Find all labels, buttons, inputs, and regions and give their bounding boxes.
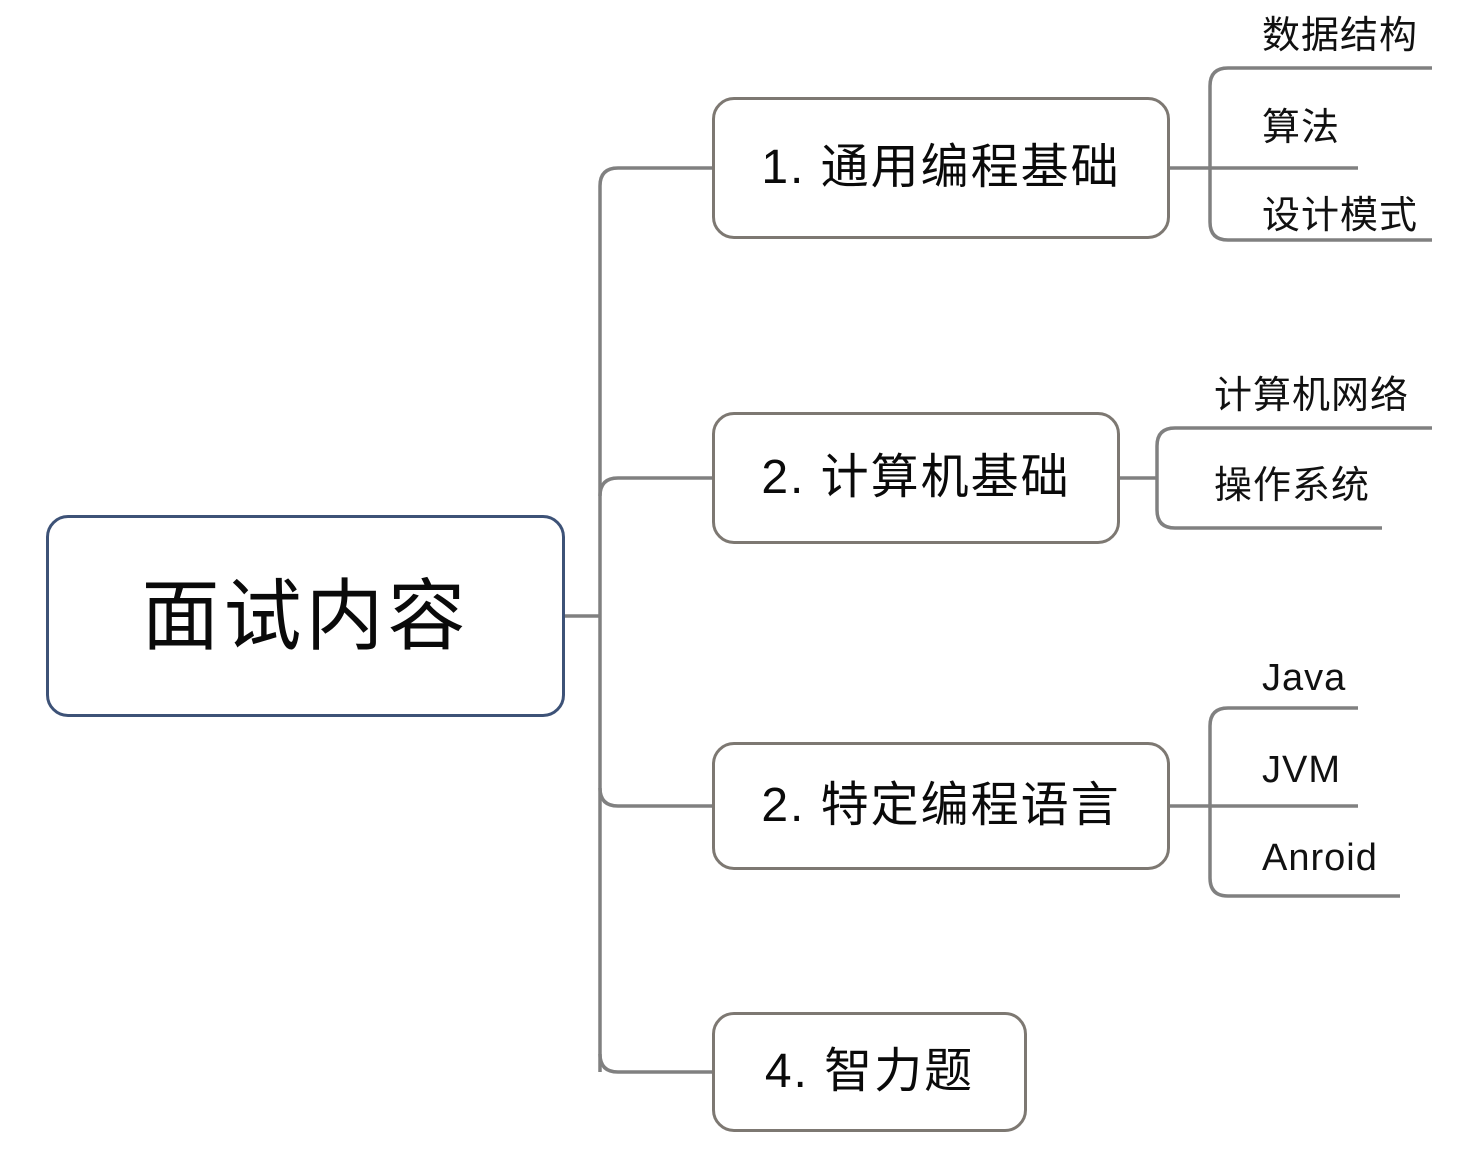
leaf-node-1-1-label: 数据结构 <box>1262 15 1419 57</box>
leaf-node-2-1-label: 计算机网络 <box>1214 375 1410 417</box>
leaf-node-2-2-label: 操作系统 <box>1214 465 1371 507</box>
leaf-node-1-3-label: 设计模式 <box>1262 195 1419 237</box>
leaf-node-3-2-label: JVM <box>1262 749 1341 791</box>
leaf-node-1-2-label: 算法 <box>1262 107 1341 149</box>
leaf-node-3-1-label: Java <box>1262 657 1347 699</box>
root-node-label: 面试内容 <box>141 572 470 660</box>
leaf-node-3-2[interactable]: JVM <box>1262 746 1341 794</box>
branch-node-3-label: 2. 特定编程语言 <box>761 779 1121 832</box>
leaf-node-1-1[interactable]: 数据结构 <box>1262 12 1418 60</box>
leaf-node-3-3[interactable]: Anroid <box>1262 834 1378 882</box>
connector-branch-1 <box>598 166 712 187</box>
leaf-node-1-2[interactable]: 算法 <box>1262 104 1340 152</box>
branch-node-1-label: 1. 通用编程基础 <box>761 141 1121 194</box>
branch-node-1[interactable]: 1. 通用编程基础 <box>712 97 1170 239</box>
leaf-node-2-1[interactable]: 计算机网络 <box>1214 372 1409 420</box>
leaf-node-1-3[interactable]: 设计模式 <box>1262 192 1418 240</box>
branch-node-3[interactable]: 2. 特定编程语言 <box>712 742 1170 870</box>
leaf-node-2-2[interactable]: 操作系统 <box>1214 462 1370 510</box>
connector-branch-2 <box>598 476 712 497</box>
branch-node-4[interactable]: 4. 智力题 <box>712 1012 1027 1132</box>
leaf-node-3-1[interactable]: Java <box>1262 654 1346 702</box>
leaf-node-3-3-label: Anroid <box>1262 837 1378 879</box>
root-node[interactable]: 面试内容 <box>46 515 565 717</box>
connector-branch-4 <box>598 1053 712 1074</box>
branch-node-4-label: 4. 智力题 <box>764 1045 975 1098</box>
branch-node-2[interactable]: 2. 计算机基础 <box>712 412 1120 544</box>
branch-node-2-label: 2. 计算机基础 <box>761 451 1071 504</box>
connector-branch-3 <box>598 787 712 808</box>
